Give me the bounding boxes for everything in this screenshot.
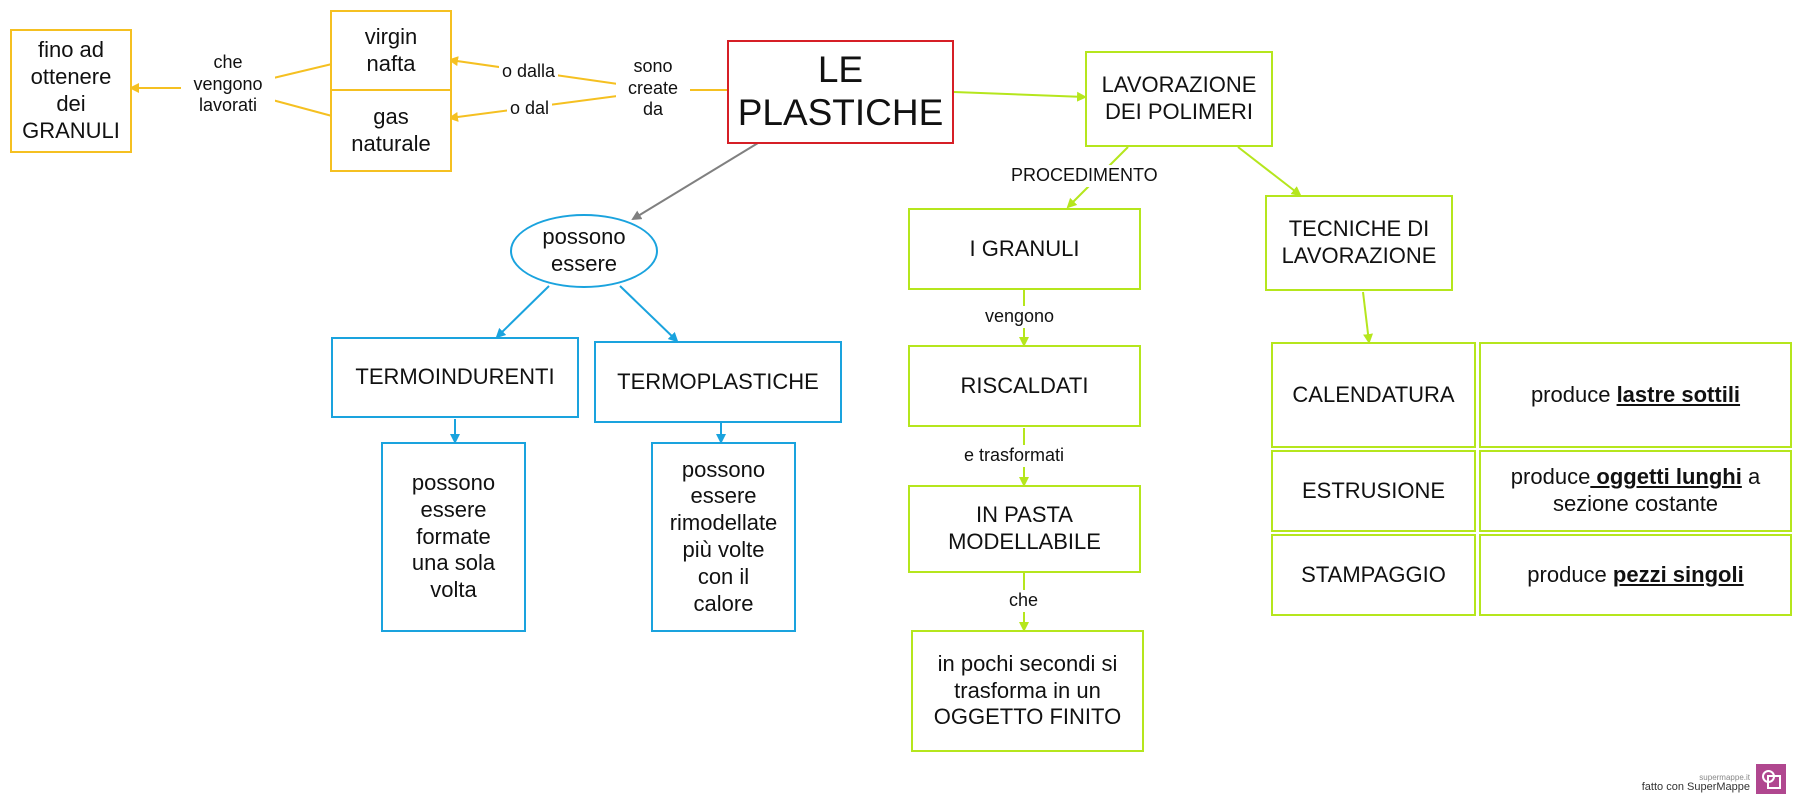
link-oval-termoind [495,285,550,339]
footer-site: supermappe.it [1699,773,1750,783]
e-trasformati-label: e trasformati [961,445,1068,467]
link-lavorazione-tecniche [1237,146,1302,197]
vengono-label: vengono [982,306,1058,328]
link-tecniche-table [1362,291,1374,344]
link-gas-label2 [264,97,333,117]
stampaggio-description-node: produce pezzi singoli [1479,534,1792,616]
granuli-node: I GRANULI [908,208,1141,290]
calendatura-node: CALENDATURA [1271,342,1476,448]
supermappe-footer: supermappe.it fatto con SuperMappe [1642,764,1786,794]
stampaggio-node: STAMPAGGIO [1271,534,1476,616]
link-virgin-label2 [264,63,333,81]
o-dalla-label: o dalla [499,61,559,83]
calendatura-description-node: produce lastre sottili [1479,342,1792,448]
estrusione-node: ESTRUSIONE [1271,450,1476,532]
link-oval-termopl [619,285,679,343]
procedimento-label: PROCEDIMENTO [1008,165,1161,187]
termoindurenti-node: TERMOINDURENTI [331,337,579,418]
che-label: che [1006,590,1042,612]
footer-text: fatto con SuperMappe [1641,781,1750,794]
termoplastiche-node: TERMOPLASTICHE [594,341,842,423]
o-dal-label: o dal [507,98,553,120]
estrusione-description-node: produce oggetti lunghi a sezione costant… [1479,450,1792,532]
link-title-oval [631,142,759,221]
supermappe-logo-icon [1756,764,1786,794]
riscaldati-node: RISCALDATI [908,345,1141,427]
link-title-lavorazione [953,91,1087,102]
